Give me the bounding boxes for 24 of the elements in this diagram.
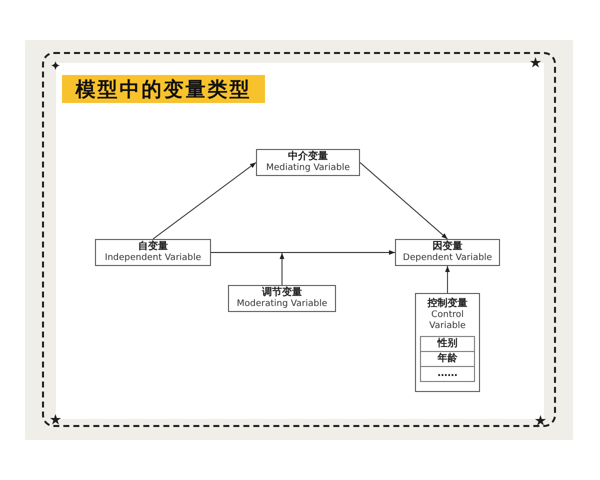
node-subtitle: Dependent Variable xyxy=(402,253,492,264)
node-title: 调节变量 xyxy=(262,287,302,299)
node-title: 控制变量 xyxy=(428,298,468,310)
node-title: 中介变量 xyxy=(288,151,328,163)
variable-box xyxy=(95,239,211,266)
list-row: …… xyxy=(420,366,475,382)
title-banner: 模型中的变量类型 xyxy=(62,75,265,103)
list-row: 性别 xyxy=(420,336,475,352)
list-row: 年龄 xyxy=(420,351,475,367)
arrow xyxy=(445,266,450,294)
node-subtitle: Independent Variable xyxy=(104,253,202,264)
node-title: 因变量 xyxy=(432,241,462,253)
node-subtitle: Moderating Variable xyxy=(236,299,328,310)
node-subtitle: Mediating Variable xyxy=(266,163,350,174)
variable-box xyxy=(415,293,480,392)
variable-box xyxy=(256,149,360,176)
variable-box xyxy=(228,285,336,312)
variable-box xyxy=(395,239,500,266)
arrow xyxy=(210,250,396,255)
node-subtitle: Control Variable xyxy=(428,310,467,332)
arrow xyxy=(280,252,284,286)
arrow xyxy=(360,162,448,240)
node-title: 自变量 xyxy=(138,241,168,253)
arrow xyxy=(152,162,256,240)
